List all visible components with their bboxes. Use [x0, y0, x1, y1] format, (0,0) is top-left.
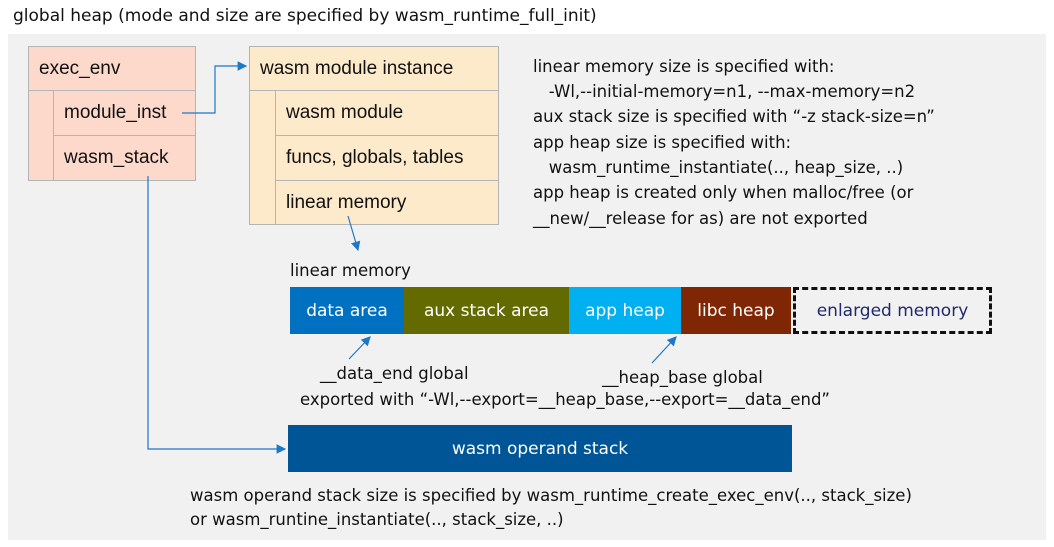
exec-env-indent [28, 90, 54, 181]
segment-enlarged-memory: enlarged memory [793, 287, 992, 334]
arrow-module-inst [182, 61, 248, 114]
field-funcs-globals-tables: funcs, globals, tables [275, 135, 499, 181]
stack-note-line: or wasm_runtine_instantiate(.., stack_si… [190, 510, 564, 529]
exec-env-header: exec_env [28, 46, 196, 91]
note-line: app heap is created only when malloc/fre… [533, 183, 914, 202]
stack-note-line: wasm operand stack size is specified by … [190, 486, 912, 505]
arrow-linear-memory [347, 215, 361, 252]
diagram-title: global heap (mode and size are specified… [13, 6, 597, 26]
note-line: -Wl,--initial-memory=n1, --max-memory=n2 [533, 82, 916, 101]
segment-data-area: data area [290, 287, 404, 334]
wasm-operand-stack: wasm operand stack [288, 425, 792, 472]
arrow-data-end [348, 336, 371, 360]
note-line: aux stack size is specified with “-z sta… [533, 107, 935, 126]
field-module-inst: module_inst [53, 90, 196, 136]
segment-libc-heap: libc heap [681, 287, 791, 334]
note-line: wasm_runtime_instantiate(.., heap_size, … [533, 158, 904, 177]
linear-memory-label: linear memory [290, 261, 411, 280]
heap-base-label: __heap_base global [602, 368, 763, 387]
note-line: __new/__release for as) are not exported [533, 209, 868, 228]
segment-aux-stack-area: aux stack area [404, 287, 569, 334]
data-end-label: __data_end global [320, 364, 469, 383]
export-note: exported with “-Wl,--export=__heap_base,… [300, 390, 830, 409]
note-line: linear memory size is specified with: [533, 57, 835, 76]
arrow-wasm-stack [147, 176, 287, 454]
segment-app-heap: app heap [569, 287, 681, 334]
note-line: app heap size is specified with: [533, 133, 792, 152]
field-linear-memory: linear memory [275, 180, 499, 225]
field-wasm-stack: wasm_stack [53, 135, 196, 181]
arrow-heap-base [651, 336, 677, 364]
module-instance-header: wasm module instance [249, 46, 499, 91]
